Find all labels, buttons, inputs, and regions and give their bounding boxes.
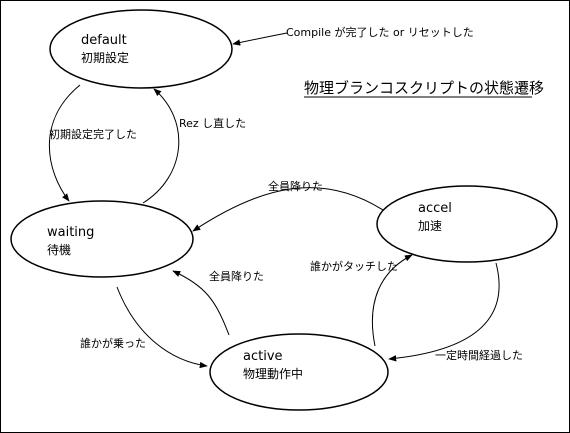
state-waiting-name: waiting xyxy=(47,225,94,240)
transition-init-done: 初期設定完了した xyxy=(48,84,137,202)
state-default-sub: 初期設定 xyxy=(81,50,129,65)
transition-waiting-to-active-label: 誰かが乗った xyxy=(80,336,146,350)
transition-waiting-to-active: 誰かが乗った xyxy=(80,286,208,369)
transition-active-to-accel: 誰かがタッチした xyxy=(310,254,413,347)
transition-compile-reset-label: Compile が完了した or リセットした xyxy=(286,25,474,39)
transition-compile-reset-arrow xyxy=(232,32,288,46)
transition-init-done-label: 初期設定完了した xyxy=(49,127,137,141)
state-active: active 物理動作中 xyxy=(209,333,389,411)
transition-rez-label: Rez し直した xyxy=(179,116,246,130)
state-active-name: active xyxy=(243,349,283,364)
transition-active-to-waiting-arrow xyxy=(172,270,230,336)
transition-accel-to-waiting-arrow xyxy=(192,187,384,232)
transition-accel-to-active-label: 一定時間経過した xyxy=(435,348,523,362)
transition-accel-to-active-arrow xyxy=(388,262,500,362)
state-waiting-shape xyxy=(10,200,194,278)
state-active-shape xyxy=(209,333,389,411)
transition-active-to-waiting: 全員降りた xyxy=(172,269,264,336)
state-waiting: waiting 待機 xyxy=(10,200,194,278)
transition-accel-to-waiting: 全員降りた xyxy=(192,179,384,232)
state-default: default 初期設定 xyxy=(49,9,233,89)
transition-rez: Rez し直した xyxy=(142,88,246,204)
state-active-sub: 物理動作中 xyxy=(243,366,303,381)
state-accel: accel 加速 xyxy=(376,185,558,263)
diagram-title: 物理ブランコスクリプトの状態遷移 xyxy=(304,79,544,97)
transition-waiting-to-active-arrow xyxy=(116,286,208,369)
state-accel-shape xyxy=(376,185,558,263)
state-accel-sub: 加速 xyxy=(418,219,442,233)
transition-active-to-accel-arrow xyxy=(371,254,413,347)
transition-compile-reset: Compile が完了した or リセットした xyxy=(232,25,474,46)
transition-accel-to-waiting-label: 全員降りた xyxy=(268,179,323,193)
transition-accel-to-active: 一定時間経過した xyxy=(388,262,523,362)
transition-active-to-waiting-label: 全員降りた xyxy=(209,269,264,283)
state-default-name: default xyxy=(81,33,127,48)
state-accel-name: accel xyxy=(418,201,452,216)
transition-rez-arrow xyxy=(142,88,180,204)
state-default-shape xyxy=(49,9,233,89)
transition-init-done-arrow xyxy=(48,84,81,202)
state-waiting-sub: 待機 xyxy=(47,242,71,257)
transition-active-to-accel-label: 誰かがタッチした xyxy=(310,259,398,273)
